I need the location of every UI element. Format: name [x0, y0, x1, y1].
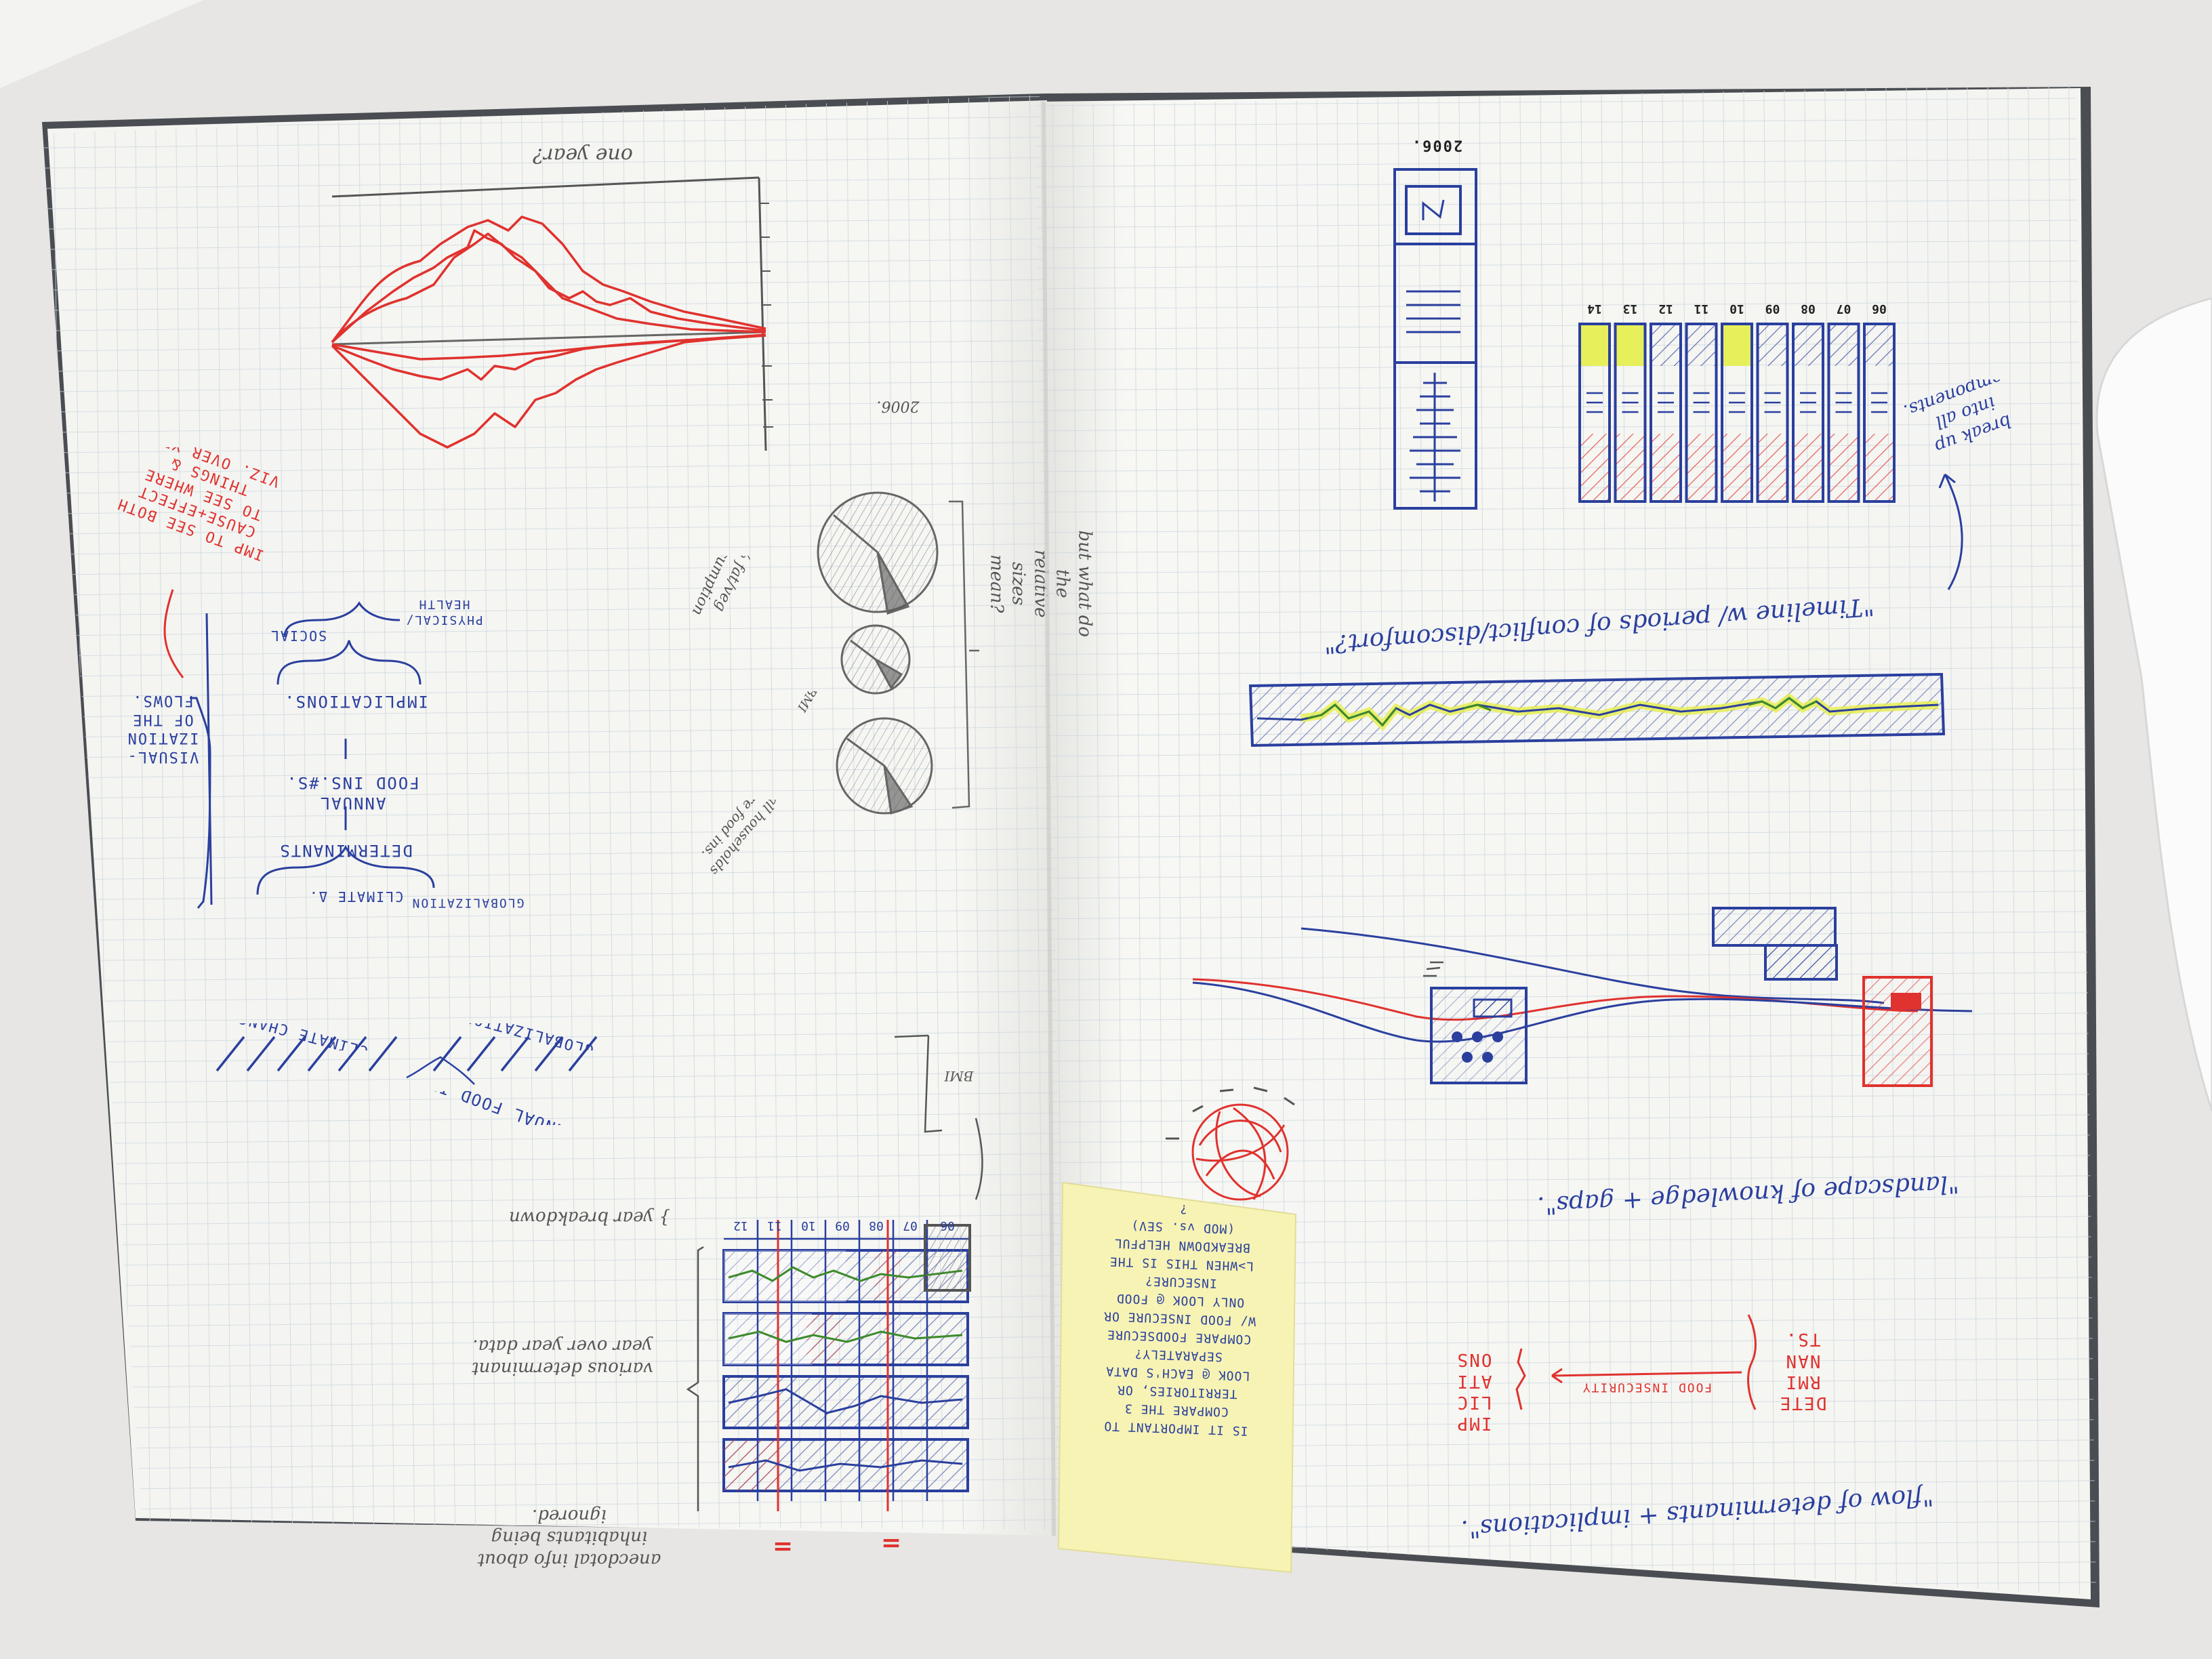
- white-object: [2095, 297, 2212, 1112]
- flow-sketch: [1192, 907, 1973, 1087]
- bar-08: 08: [1792, 302, 1824, 503]
- bar-07: 07: [1827, 302, 1860, 503]
- flow-globalization: GLOBALIZATION: [411, 895, 525, 910]
- axis-year-label: 2006.: [876, 397, 920, 415]
- timeline-bar: [1248, 672, 1946, 747]
- year-tick-06: 06: [940, 1218, 955, 1233]
- sticky-note-text: IS IT IMPORTANT TO COMPARE THE 3 TERRITO…: [1103, 1201, 1256, 1438]
- bar-year-label: 14: [1587, 302, 1602, 316]
- bar-year-label: 11: [1694, 302, 1709, 316]
- year-breakdown: } year breakdown: [508, 1207, 671, 1228]
- bar-year-label: 06: [1872, 302, 1887, 316]
- red-determinants: DETE RMI NAN TS.: [1778, 1329, 1827, 1413]
- flow-annual-food: ANNUAL FOOD INS.#S.: [285, 773, 419, 813]
- stream-graph: [331, 176, 773, 451]
- pie-label-1: % fat/veg consumption: [689, 556, 757, 619]
- flow-physical-health: PHYSICAL/ HEALTH: [405, 597, 483, 628]
- slanted-flow-lines: [216, 1036, 598, 1085]
- bar-12: 12: [1650, 302, 1682, 503]
- bar-year-label: 08: [1801, 302, 1816, 316]
- various-determinant: various determinant year over year data.: [472, 1336, 653, 1379]
- year-tick-10: 10: [801, 1218, 816, 1233]
- bar-09: 09: [1756, 302, 1789, 503]
- red-food-insecurity: FOOD INSECURITY: [1581, 1380, 1713, 1395]
- year-tick-labels: 06 07 08 09 10 11 12: [733, 1218, 955, 1233]
- stream-note: IMP TO SEE BOTH CAUSE+EFFECT TO SEE WHER…: [115, 447, 283, 564]
- bottom-mark-2: =: [880, 1530, 902, 1557]
- bar-year-label: 12: [1658, 302, 1673, 316]
- flow-determinants: DETERMINANTS: [279, 841, 413, 860]
- pie-label-3: % of all households that are food ins.: [698, 800, 805, 879]
- anecdotal-info: anecdotal info about inhabitants being i…: [477, 1505, 661, 1570]
- flow-implications: IMPLICATIONS.: [283, 692, 428, 711]
- yearly-bar-series: 06 07 08 09 10 11 12 13 14: [1578, 302, 1896, 503]
- slant-globalization: GLOBALIZATION: [461, 1023, 596, 1050]
- top-year: 2006.: [1410, 136, 1463, 154]
- bottom-mark-1: =: [772, 1533, 794, 1561]
- slant-annual-food: ANNUAL FOOD INS. #: [369, 1091, 593, 1125]
- year-tick-11: 11: [767, 1218, 782, 1233]
- year-tick-07: 07: [903, 1218, 918, 1233]
- small-multiples: [722, 1220, 971, 1511]
- bar-year-label: 10: [1729, 302, 1744, 316]
- bar-06: 06: [1863, 302, 1896, 503]
- year-tick-12: 12: [733, 1218, 748, 1233]
- flow-climate: CLIMATE Δ.: [308, 888, 404, 905]
- bar-13: 13: [1614, 302, 1647, 503]
- year-tick-08: 08: [869, 1218, 884, 1233]
- bar-year-label: 07: [1837, 302, 1851, 316]
- bar-year-label: 09: [1765, 302, 1780, 316]
- tall-column-chart: [1393, 168, 1477, 510]
- flow-social: SOCIAL: [269, 628, 327, 644]
- pie-label-bmi: BMI: [794, 691, 820, 714]
- bar-year-label: 13: [1623, 302, 1638, 316]
- sticky-note: [1057, 1181, 1297, 1574]
- bar-11: 11: [1685, 302, 1718, 503]
- bar-14: 14: [1578, 302, 1611, 503]
- slant-climate-change: CLIMATE CHANGE: [226, 1023, 371, 1050]
- flow-visualization-label: VISUAL- IZATION OF THE FLOWS.: [126, 692, 199, 766]
- year-tick-09: 09: [835, 1218, 850, 1233]
- pencil-pie-charts: [817, 491, 979, 815]
- bmi-bracket-label: BMI: [944, 1068, 974, 1084]
- bar-10: 10: [1721, 302, 1753, 503]
- pie-question: but what do the relative sizes mean?: [986, 530, 1095, 638]
- red-implications: IMP LIC ATI ONS: [1456, 1349, 1492, 1433]
- flow-tree: [190, 601, 435, 909]
- top-axis-label: one year?: [533, 143, 633, 167]
- red-circle-sketch: [1191, 1103, 1289, 1201]
- red-flow-diagram: [1515, 1314, 1757, 1410]
- breakup-note: break up into all components.: [1900, 380, 2015, 457]
